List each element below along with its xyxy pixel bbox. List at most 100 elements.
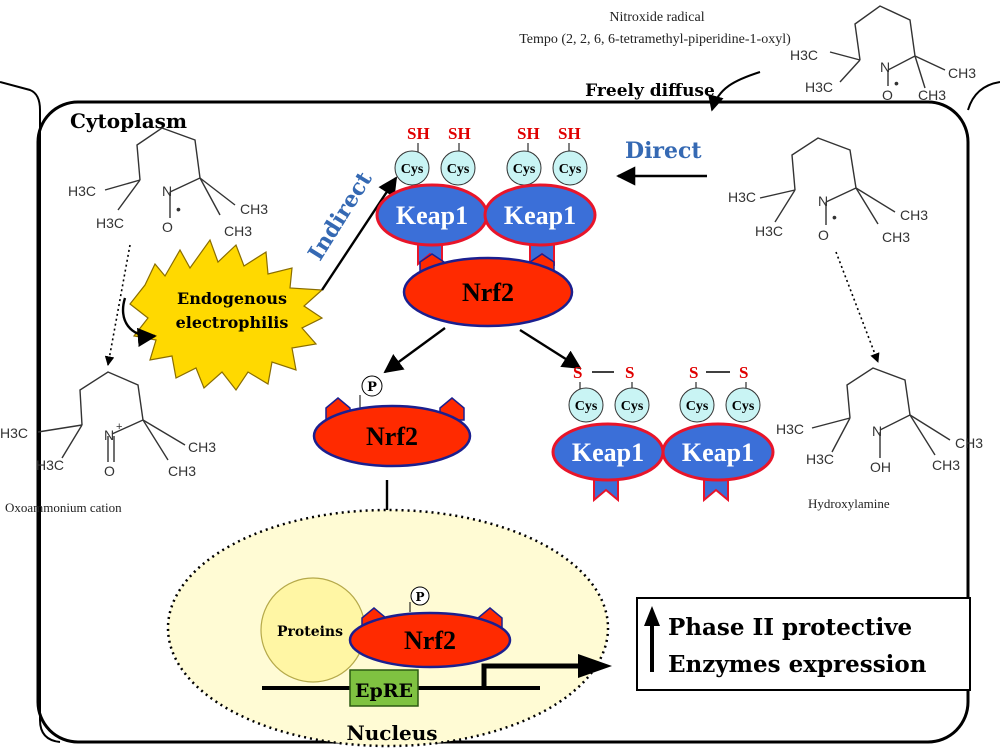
- nucleus-label: Nucleus: [346, 721, 437, 745]
- oxoammonium-molecule: [37, 371, 186, 462]
- keap1-label-top-right: Keap1: [504, 201, 576, 230]
- s-label-3: S: [689, 363, 698, 382]
- tempo-left-o: O: [162, 219, 173, 235]
- cys-label-8: Cys: [732, 399, 755, 414]
- cys-label-4: Cys: [559, 162, 582, 177]
- cys-label-3: Cys: [513, 162, 536, 177]
- hydroxyl-h3c-b: H3C: [806, 451, 834, 467]
- nrf2-label-top: Nrf2: [462, 278, 514, 307]
- cys-label-6: Cys: [621, 399, 644, 414]
- keap1-top-right: [483, 183, 597, 247]
- tempo-molecule-left: [104, 127, 236, 218]
- hydroxyl-ch3-b: CH3: [932, 457, 960, 473]
- cys-circle-6: [614, 387, 650, 423]
- hydroxyl-h3c-a: H3C: [776, 421, 804, 437]
- s-label-2: S: [625, 363, 634, 382]
- freely-diffuse-arrow: [708, 71, 761, 112]
- endogenous-label-line1: Endogenous: [177, 289, 287, 308]
- to-oxoammonium-arrow: [104, 244, 131, 366]
- tempo-top-ch3-b: CH3: [918, 87, 946, 103]
- indirect-label: Indirect: [303, 167, 378, 266]
- tempo-left-radical: •: [176, 201, 181, 217]
- to-free-nrf2-arrow: [383, 327, 446, 374]
- hydroxyl-n: N: [872, 423, 882, 439]
- oxo-ch3-b: CH3: [168, 463, 196, 479]
- sh-label-4: SH: [558, 124, 581, 143]
- tempo-top-ch3-a: CH3: [948, 65, 976, 81]
- oxo-h3c-b: H3C: [36, 457, 64, 473]
- cys-label-7: Cys: [686, 399, 709, 414]
- oxoammonium-label: Oxoammonium cation: [5, 500, 122, 515]
- tempo-top-h3c-a: H3C: [790, 47, 818, 63]
- cys-circle-5: [568, 387, 604, 423]
- phase-ii-box: [636, 597, 971, 691]
- keap1-oxidized-right: [661, 422, 775, 482]
- nrf2-middle: [312, 404, 472, 468]
- nuclear-nrf2: P Nrf2: [348, 586, 512, 669]
- sh-label-2: SH: [448, 124, 471, 143]
- oxo-h3c-a: H3C: [0, 425, 28, 441]
- sh-label-3: SH: [517, 124, 540, 143]
- tempo-right-o: O: [818, 227, 829, 243]
- tempo-top-o: O: [882, 87, 893, 103]
- epre-box: [349, 669, 419, 707]
- to-oxidized-keap1-arrow: [519, 328, 582, 370]
- cys-circle-4: [552, 150, 588, 186]
- transcription-arrow-shaft: [481, 663, 580, 686]
- phospho-label-middle: P: [367, 380, 377, 395]
- tempo-right-ch3-a: CH3: [900, 207, 928, 223]
- phospho-label-nucleus: P: [415, 590, 424, 604]
- oxo-o: O: [104, 463, 115, 479]
- cytoplasm-label: Cytoplasm: [70, 109, 187, 133]
- phospho-circle-middle: [361, 375, 383, 397]
- s-label-1: S: [573, 363, 582, 382]
- sh-label-1: SH: [407, 124, 430, 143]
- upregulation-arrow-head: [644, 606, 660, 626]
- hydroxylamine-molecule: [811, 367, 951, 458]
- cys-label-5: Cys: [575, 399, 598, 414]
- tempo-right-h3c-a: H3C: [728, 189, 756, 205]
- oxo-n: N: [104, 427, 114, 443]
- cys-circle-8: [725, 387, 761, 423]
- phase-ii-label-line2: Enzymes expression: [668, 651, 927, 678]
- tempo-right-h3c-b: H3C: [755, 223, 783, 239]
- keap1-nrf2-complex: SH SH SH SH Cys Cys Cys Cys Keap1 Keap1 …: [375, 124, 597, 328]
- nrf2-label-middle: Nrf2: [366, 422, 418, 451]
- keap1-label-oxidized-left: Keap1: [572, 438, 644, 467]
- nrf2-top: [402, 256, 574, 328]
- keap1-label-top-left: Keap1: [396, 201, 468, 230]
- to-electrophiles-arrow: [121, 297, 157, 347]
- cys-label-2: Cys: [447, 162, 470, 177]
- epre-label: EpRE: [355, 680, 413, 702]
- freely-diffuse-label: Freely diffuse: [585, 81, 715, 101]
- phase-ii-label-line1: Phase II protective: [668, 614, 912, 641]
- oxidized-keap1: S S S S Cys Cys Cys Cys Keap1 Keap1: [551, 363, 775, 503]
- tempo-left-ch3-b: CH3: [224, 223, 252, 239]
- transcription-arrow-head: [578, 654, 612, 678]
- proteins-label: Proteins: [277, 624, 343, 640]
- tempo-top-n: N: [880, 59, 890, 75]
- tempo-top-h3c-b: H3C: [805, 79, 833, 95]
- tempo-molecule-top: [829, 5, 946, 89]
- cys-circle-1: [394, 150, 430, 186]
- tempo-right-radical: •: [832, 209, 837, 225]
- hydroxyl-oh: OH: [870, 459, 891, 475]
- nitroxide-radical-label: Nitroxide radical: [609, 10, 704, 25]
- phospho-circle-nucleus: [410, 586, 430, 606]
- tempo-left-n: N: [162, 183, 172, 199]
- hydroxyl-ch3-a: CH3: [955, 435, 983, 451]
- to-hydroxylamine-arrow: [835, 251, 880, 363]
- nrf2-label-nucleus: Nrf2: [404, 626, 456, 655]
- free-nrf2: P Nrf2: [312, 375, 472, 468]
- cell-outline: [0, 81, 1000, 744]
- tempo-molecule-right: [759, 137, 896, 225]
- oxo-plus: +: [116, 421, 122, 433]
- tempo-right-n: N: [818, 193, 828, 209]
- endogenous-label-line2: electrophilis: [176, 313, 289, 332]
- tempo-label: Tempo (2, 2, 6, 6-tetramethyl-piperidine…: [519, 32, 791, 47]
- direct-label: Direct: [625, 138, 702, 164]
- tempo-left-h3c-a: H3C: [68, 183, 96, 199]
- cys-circle-2: [440, 150, 476, 186]
- tempo-left-ch3-a: CH3: [240, 201, 268, 217]
